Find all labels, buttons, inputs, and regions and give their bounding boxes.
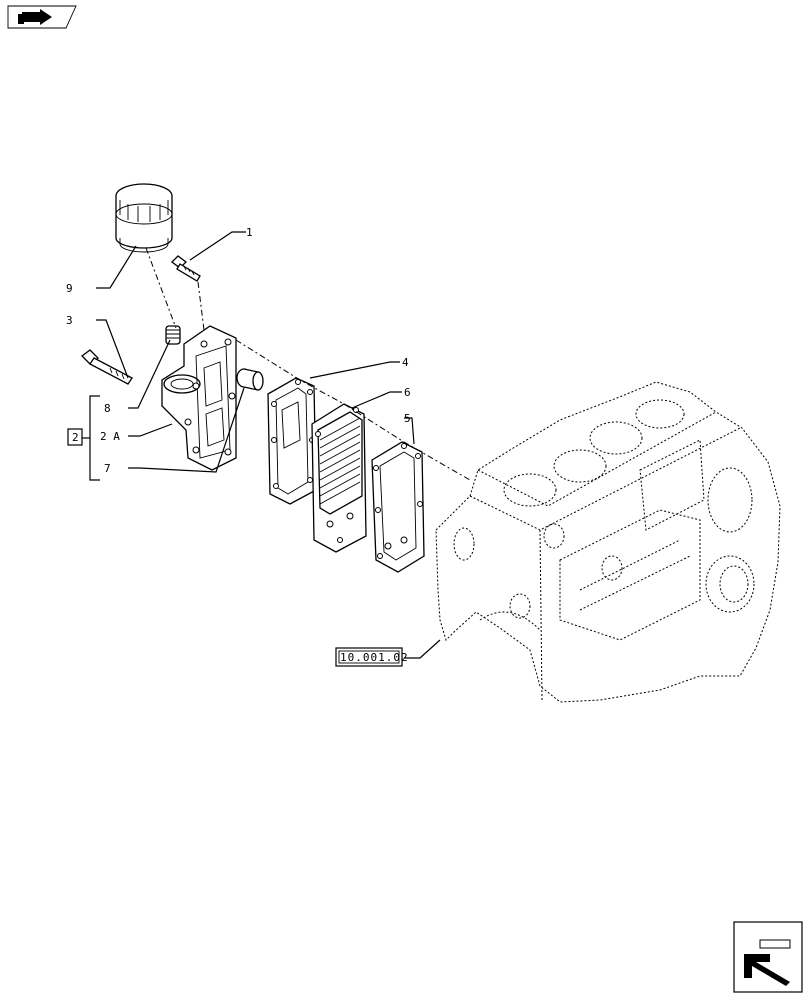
- reference-label: 10.001.02: [340, 651, 409, 664]
- callout-3: 3: [66, 314, 73, 327]
- gasket-part-4: [267, 377, 317, 505]
- filter-support-housing: [161, 325, 237, 471]
- callout-7: 7: [104, 462, 111, 475]
- callout-8: 8: [104, 402, 111, 415]
- callout-6: 6: [404, 386, 411, 399]
- fitting-part-8: [165, 325, 181, 345]
- callout-9: 9: [66, 282, 73, 295]
- assembly-axis-lines: [145, 247, 471, 481]
- book-arrow-icon[interactable]: [7, 5, 77, 29]
- gasket-part-5: [371, 441, 425, 573]
- callout-2a: 2 A: [100, 430, 120, 443]
- oil-cooler-part-6: [311, 403, 367, 553]
- reference-label-box[interactable]: 10.001.02: [335, 647, 409, 667]
- next-page-arrow-icon[interactable]: [733, 921, 803, 993]
- callout-2: 2: [72, 431, 79, 444]
- bolt-part-1: [171, 255, 201, 282]
- callout-1: 1: [246, 226, 253, 239]
- callout-5: 5: [404, 412, 411, 425]
- callout-2-box: 2: [67, 428, 83, 446]
- engine-block-outline: [435, 381, 781, 703]
- leader-lines: [82, 231, 441, 659]
- bolt-part-3: [81, 349, 133, 385]
- oil-filter: [115, 183, 173, 253]
- sleeve-part-7: [236, 368, 264, 391]
- callout-4: 4: [402, 356, 409, 369]
